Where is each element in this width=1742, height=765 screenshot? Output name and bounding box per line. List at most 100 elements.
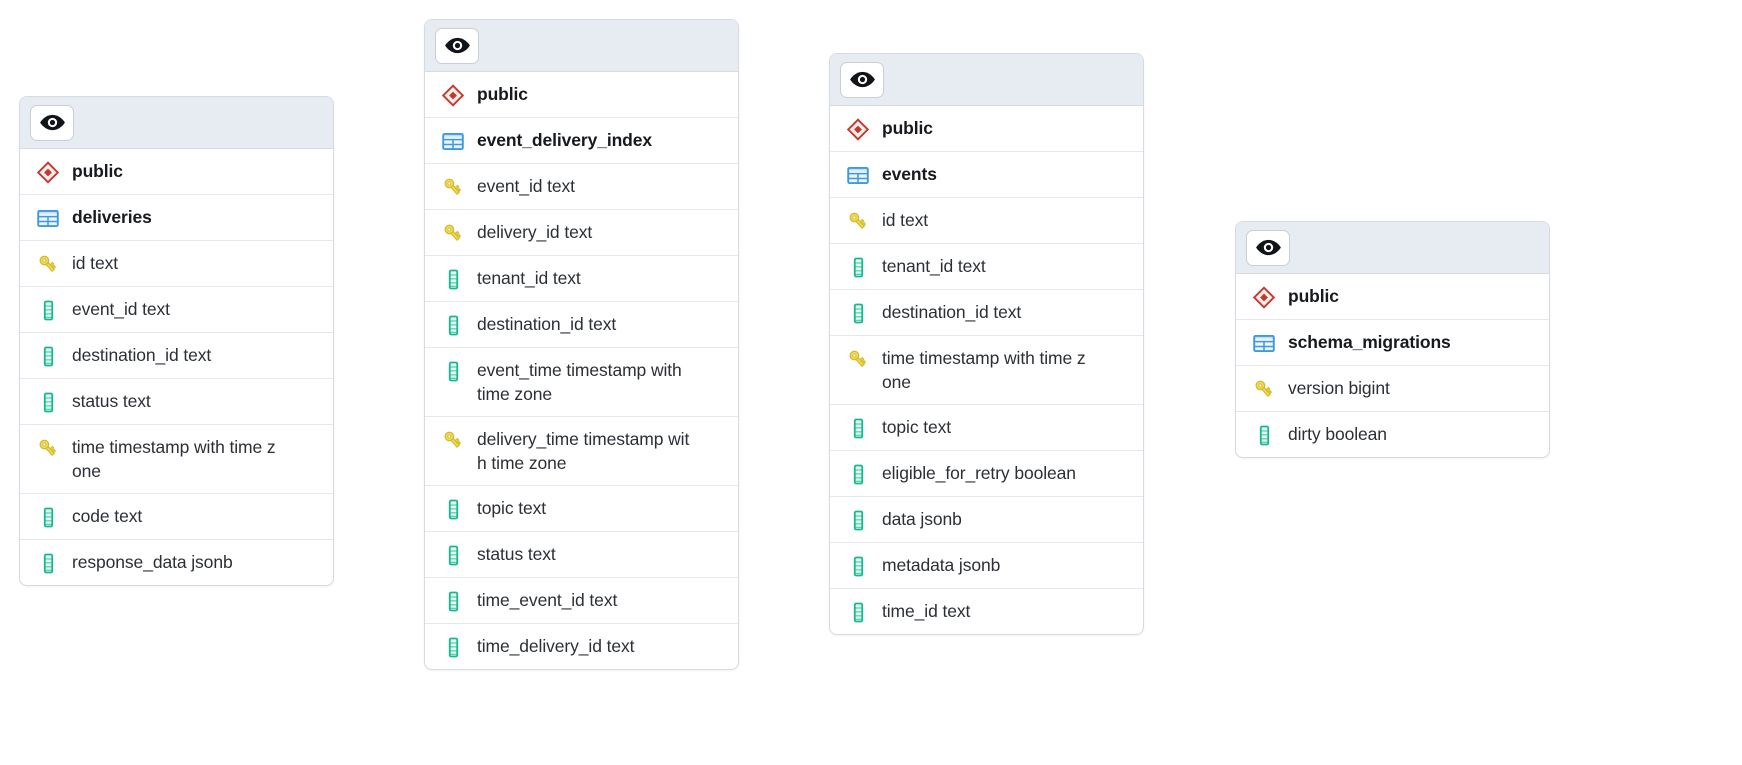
- column-row[interactable]: status text: [20, 379, 333, 425]
- primary-key-icon: [846, 209, 870, 233]
- table-card-header: [1236, 222, 1549, 274]
- schema-row[interactable]: public: [20, 149, 333, 195]
- table-name-row[interactable]: event_delivery_index: [425, 118, 738, 164]
- table-card-deliveries[interactable]: public deliveries id text event_id text dest…: [19, 96, 334, 586]
- table-card-header: [425, 20, 738, 72]
- column-row[interactable]: code text: [20, 494, 333, 540]
- schema-diamond-icon: [441, 83, 465, 107]
- column-row[interactable]: id text: [20, 241, 333, 287]
- table-name: event_delivery_index: [477, 130, 653, 150]
- schema-name: public: [72, 161, 123, 181]
- column-label: delivery_id text: [477, 222, 593, 242]
- column-icon: [441, 313, 465, 337]
- toggle-visibility-button[interactable]: [840, 61, 884, 98]
- column-row[interactable]: time_delivery_id text: [425, 624, 738, 669]
- table-name-row[interactable]: schema_migrations: [1236, 320, 1549, 366]
- column-icon: [441, 497, 465, 521]
- column-label: metadata jsonb: [882, 555, 1001, 575]
- column-label: code text: [72, 506, 143, 526]
- column-row[interactable]: status text: [425, 532, 738, 578]
- column-label: eligible_for_retry boolean: [882, 463, 1076, 483]
- column-row[interactable]: topic text: [830, 405, 1143, 451]
- column-icon: [36, 505, 60, 529]
- column-icon: [441, 267, 465, 291]
- toggle-visibility-button[interactable]: [435, 27, 479, 64]
- primary-key-icon: [36, 436, 60, 460]
- eye-icon: [1255, 234, 1282, 261]
- table-name-row[interactable]: deliveries: [20, 195, 333, 241]
- column-row[interactable]: topic text: [425, 486, 738, 532]
- column-row[interactable]: destination_id text: [20, 333, 333, 379]
- primary-key-icon: [441, 175, 465, 199]
- eye-icon: [849, 66, 876, 93]
- column-row[interactable]: destination_id text: [425, 302, 738, 348]
- column-label: dirty boolean: [1288, 424, 1387, 444]
- eye-icon: [444, 32, 471, 59]
- table-name: events: [882, 164, 937, 184]
- column-icon: [846, 600, 870, 624]
- column-icon: [441, 543, 465, 567]
- column-row[interactable]: tenant_id text: [425, 256, 738, 302]
- column-row[interactable]: destination_id text: [830, 290, 1143, 336]
- column-row[interactable]: event_id text: [20, 287, 333, 333]
- column-label: id text: [72, 253, 118, 273]
- table-grid-icon: [1252, 331, 1276, 355]
- column-row[interactable]: response_data jsonb: [20, 540, 333, 585]
- column-icon: [846, 508, 870, 532]
- column-label: time_delivery_id text: [477, 636, 635, 656]
- column-row[interactable]: metadata jsonb: [830, 543, 1143, 589]
- table-card-header: [830, 54, 1143, 106]
- schema-diamond-icon: [36, 160, 60, 184]
- primary-key-icon: [1252, 377, 1276, 401]
- column-row[interactable]: eligible_for_retry boolean: [830, 451, 1143, 497]
- table-grid-icon: [36, 206, 60, 230]
- eye-icon: [39, 109, 66, 136]
- schema-diamond-icon: [846, 117, 870, 141]
- column-icon: [441, 589, 465, 613]
- column-row[interactable]: time_id text: [830, 589, 1143, 634]
- column-row[interactable]: delivery_id text: [425, 210, 738, 256]
- table-name-row[interactable]: events: [830, 152, 1143, 198]
- column-label: version bigint: [1288, 378, 1390, 398]
- column-label: time_id text: [882, 601, 971, 621]
- column-label: destination_id text: [72, 345, 212, 365]
- schema-name: public: [882, 118, 933, 138]
- toggle-visibility-button[interactable]: [30, 104, 74, 141]
- column-icon: [441, 359, 465, 383]
- column-label: id text: [882, 210, 928, 230]
- table-card-event_delivery_index[interactable]: public event_delivery_index event_id text d…: [424, 19, 739, 670]
- table-card-events[interactable]: public events id text tenant_id text destina…: [829, 53, 1144, 635]
- column-row[interactable]: version bigint: [1236, 366, 1549, 412]
- schema-name: public: [1288, 286, 1339, 306]
- column-row[interactable]: dirty boolean: [1236, 412, 1549, 457]
- schema-row[interactable]: public: [1236, 274, 1549, 320]
- column-row[interactable]: data jsonb: [830, 497, 1143, 543]
- column-row[interactable]: id text: [830, 198, 1143, 244]
- primary-key-icon: [441, 221, 465, 245]
- column-label: destination_id text: [882, 302, 1022, 322]
- table-grid-icon: [846, 163, 870, 187]
- column-icon: [846, 416, 870, 440]
- table-card-header: [20, 97, 333, 149]
- toggle-visibility-button[interactable]: [1246, 229, 1290, 266]
- column-row[interactable]: tenant_id text: [830, 244, 1143, 290]
- schema-row[interactable]: public: [425, 72, 738, 118]
- column-row[interactable]: time_event_id text: [425, 578, 738, 624]
- column-row[interactable]: event_id text: [425, 164, 738, 210]
- primary-key-icon: [36, 252, 60, 276]
- column-icon: [846, 554, 870, 578]
- schema-row[interactable]: public: [830, 106, 1143, 152]
- column-label: data jsonb: [882, 509, 962, 529]
- column-label: tenant_id text: [882, 256, 986, 276]
- column-label: destination_id text: [477, 314, 617, 334]
